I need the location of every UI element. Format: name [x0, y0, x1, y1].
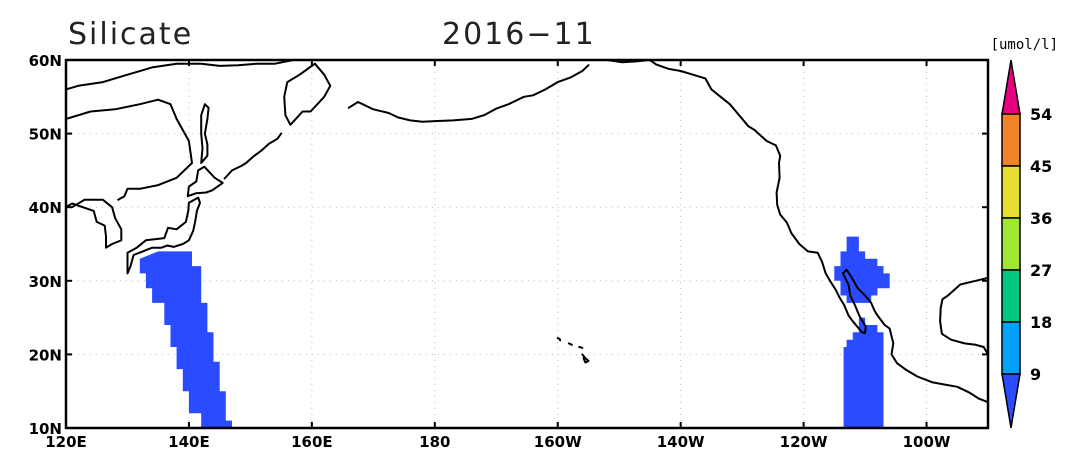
- colorbar-level-label: 27: [1030, 261, 1052, 280]
- coastline-segment: [605, 60, 867, 335]
- lat-tick-label: 40N: [29, 199, 62, 217]
- lon-tick-label: 140E: [168, 433, 210, 451]
- colorbar-segment: [1001, 321, 1021, 375]
- lat-tick-label: 20N: [29, 346, 62, 364]
- variable-title: Silicate: [68, 17, 193, 52]
- coastlines: [66, 60, 988, 404]
- colorbar-segment: [1001, 165, 1021, 219]
- colorbar-segment: [1001, 269, 1021, 323]
- colorbar-level-label: 9: [1030, 365, 1041, 384]
- colorbar-level-label: 54: [1030, 105, 1052, 124]
- lon-tick-label: 100W: [903, 433, 951, 451]
- coastline-segment: [283, 62, 332, 126]
- coastline-segment: [126, 196, 201, 275]
- silicate-region-3: [843, 317, 884, 428]
- coastline-segment: [581, 353, 590, 364]
- lat-tick-label: 30N: [29, 273, 62, 291]
- colorbar-level-label: 18: [1030, 313, 1052, 332]
- units-label: [umol/l]: [991, 37, 1058, 53]
- lon-tick-label: 140W: [657, 433, 705, 451]
- coastline-segment: [939, 276, 988, 356]
- lat-tick-label: 50N: [29, 126, 62, 144]
- coastline-segment: [347, 64, 590, 123]
- coastline-segment: [841, 268, 988, 404]
- lon-tick-label: 120W: [780, 433, 828, 451]
- colorbar-level-label: 45: [1030, 157, 1052, 176]
- coastline-segment: [567, 342, 573, 346]
- coastline-segment: [578, 346, 584, 349]
- coastline-segment: [200, 103, 210, 164]
- lon-tick-label: 160W: [534, 433, 582, 451]
- colorbar: 9 18 27 36 45 54: [1001, 59, 1052, 429]
- colorbar-segment: [1001, 113, 1021, 167]
- silicate-region-1: [139, 251, 232, 428]
- coastline-segment: [186, 165, 224, 198]
- colorbar-max-triangle: [1001, 59, 1021, 115]
- lat-tick-label: 60N: [29, 52, 62, 70]
- colorbar-min-triangle: [1001, 373, 1021, 429]
- lon-tick-label: 180: [419, 433, 450, 451]
- colorbar-level-label: 36: [1030, 209, 1052, 228]
- axis-ticks: 120E 140E 160E 180 160W 140W 120W 100W 10N 20N 30N…: [29, 52, 988, 451]
- map-frame: [64, 58, 990, 430]
- colorbar-segment: [1001, 217, 1021, 271]
- lon-tick-label: 160E: [291, 433, 333, 451]
- coastline-segment: [223, 132, 283, 180]
- coastline-segment: [556, 337, 562, 342]
- date-title: 2016−11: [442, 17, 596, 52]
- coastline-segment: [66, 198, 123, 249]
- lat-tick-label: 10N: [29, 420, 62, 438]
- coastline-segment: [66, 98, 193, 201]
- lon-tick-label: 120E: [45, 433, 87, 451]
